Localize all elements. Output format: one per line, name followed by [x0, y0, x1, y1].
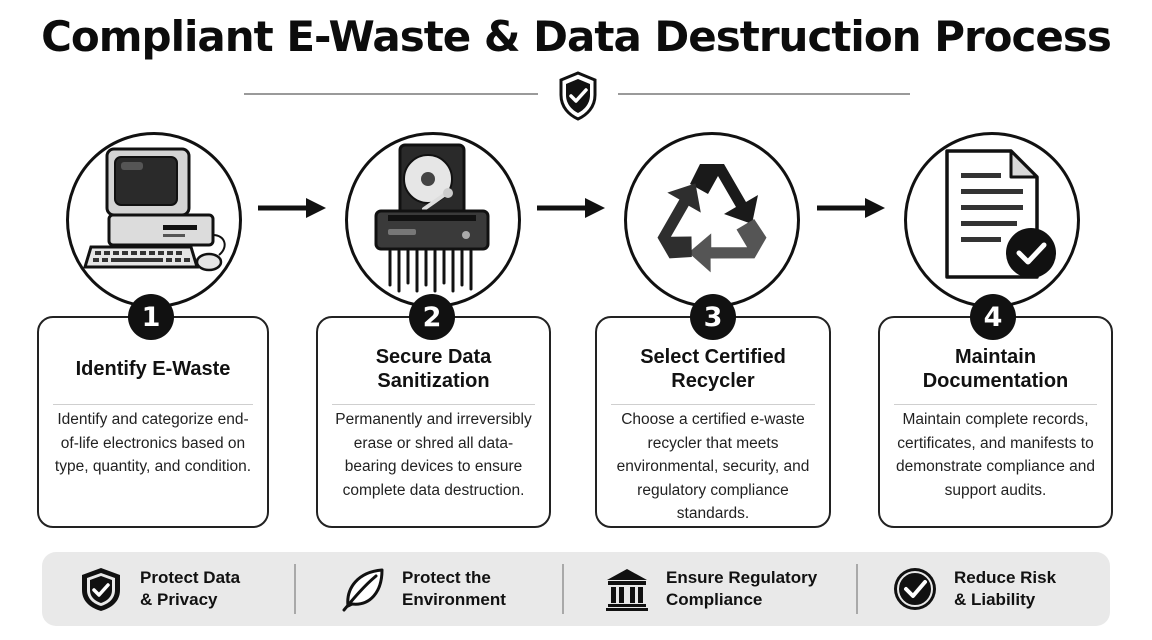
step-1-description: Identify and categorize end-of-life elec…	[54, 411, 252, 475]
arrow-right-icon	[258, 198, 326, 218]
step-2-circle	[345, 132, 521, 308]
step-1-separator	[53, 404, 253, 405]
step-2-separator	[332, 404, 535, 405]
benefit-divider	[294, 564, 296, 614]
shield-check-icon	[82, 568, 120, 611]
leaf-icon	[342, 568, 384, 612]
benefit-label: Ensure Regulatory Compliance	[666, 568, 818, 609]
step-4-circle	[904, 132, 1080, 308]
benefit-label: Protect the Environment	[402, 568, 506, 609]
benefits-bar: Protect Data & Privacy Protect the Envir…	[42, 552, 1110, 626]
benefit-divider	[856, 564, 858, 614]
benefit-label: Protect Data & Privacy	[140, 568, 241, 609]
step-2-title: Secure Data Sanitization	[375, 346, 492, 392]
arrow-right-icon	[817, 198, 885, 218]
step-3-circle	[624, 132, 800, 308]
document-check-icon	[945, 149, 1056, 279]
shield-check-icon	[559, 71, 597, 121]
step-1-circle	[66, 132, 242, 308]
step-3-description: Choose a certified e-waste recycler that…	[616, 411, 810, 522]
step-1-badge: 1	[128, 294, 174, 340]
benefit-protect-data: Protect Data & Privacy	[78, 552, 240, 626]
page-title: Compliant E-Waste & Data Destruction Pro…	[41, 12, 1112, 61]
step-1-title: Identify E-Waste	[75, 358, 231, 380]
benefit-regulatory-compliance: Ensure Regulatory Compliance	[604, 552, 817, 626]
step-3-badge: 3	[690, 294, 736, 340]
arrow-right-icon	[537, 198, 605, 218]
title-rule-right	[618, 93, 910, 95]
benefit-divider	[562, 564, 564, 614]
courthouse-icon	[606, 569, 648, 611]
step-2-card: Secure Data Sanitization Permanently and…	[316, 316, 551, 528]
benefit-protect-environment: Protect the Environment	[340, 552, 506, 626]
desktop-computer-icon	[82, 147, 226, 272]
step-4-separator	[894, 404, 1097, 405]
recycle-icon	[657, 164, 767, 273]
hard-drive-shredder-icon	[374, 143, 490, 293]
step-4-card: Maintain Documentation Maintain complete…	[878, 316, 1113, 528]
title-rule-left	[244, 93, 538, 95]
step-4-title: Maintain Documentation	[922, 346, 1069, 392]
step-1-card: Identify E-Waste Identify and categorize…	[37, 316, 269, 528]
benefit-label: Reduce Risk & Liability	[954, 568, 1057, 609]
step-2-badge: 2	[409, 294, 455, 340]
step-4-description: Maintain complete records, certificates,…	[895, 411, 1096, 499]
benefit-reduce-risk: Reduce Risk & Liability	[892, 552, 1056, 626]
step-3-card: Select Certified Recycler Choose a certi…	[595, 316, 831, 528]
check-circle-icon	[894, 568, 936, 610]
step-2-description: Permanently and irreversibly erase or sh…	[335, 411, 532, 499]
step-3-title: Select Certified Recycler	[640, 346, 786, 392]
step-3-separator	[611, 404, 815, 405]
step-4-badge: 4	[970, 294, 1016, 340]
